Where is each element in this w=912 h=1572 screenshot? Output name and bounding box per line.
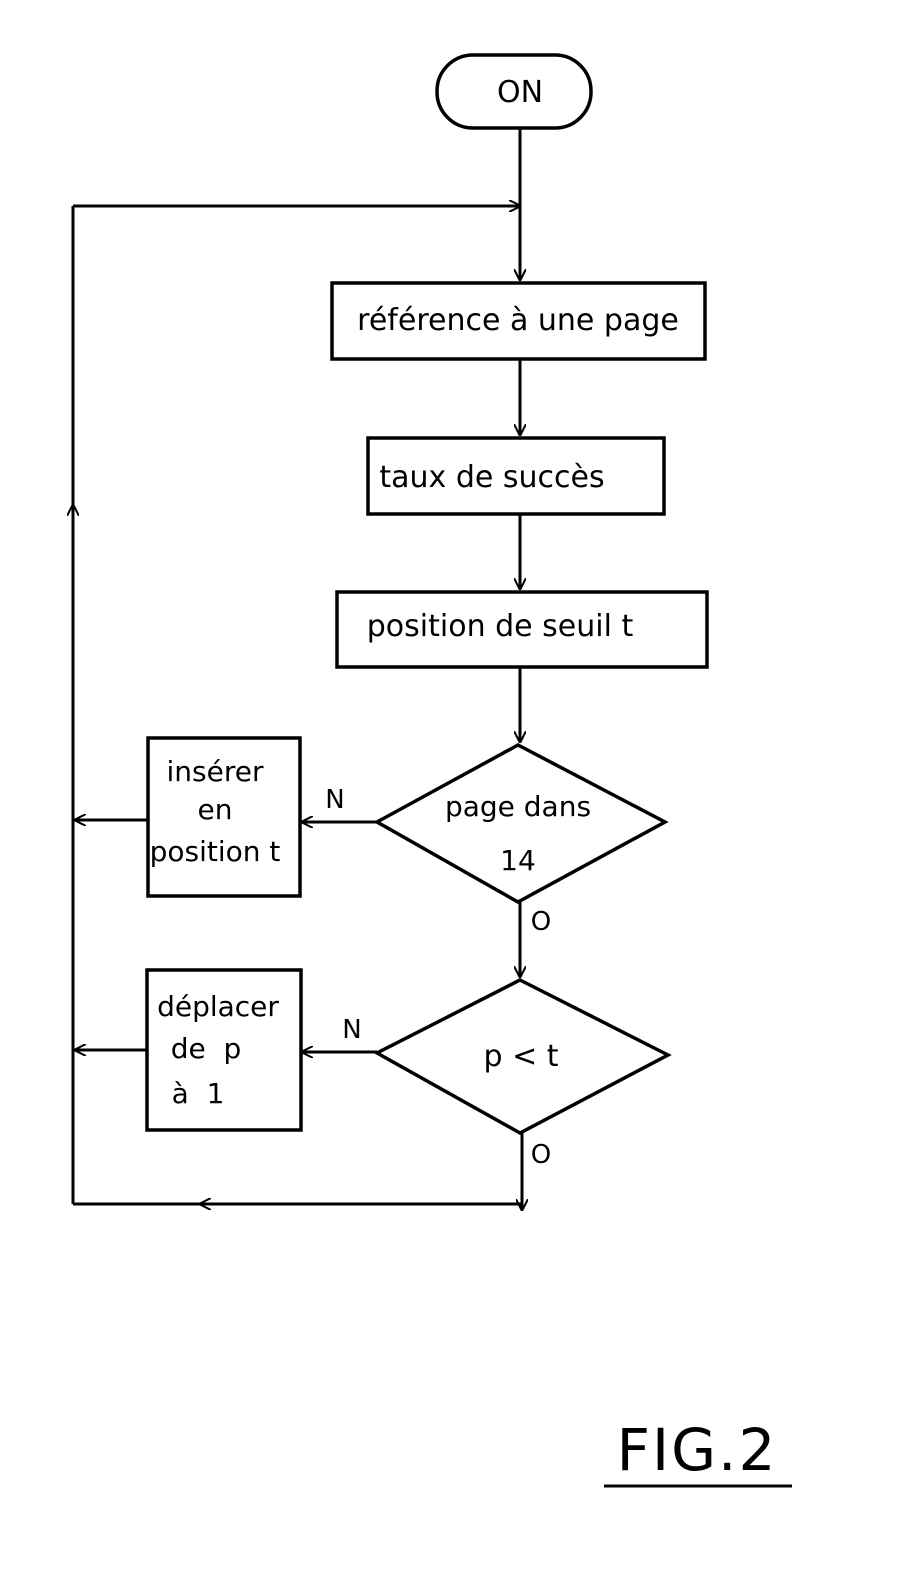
step-label-position: position de seuil t [367,609,634,644]
side2-line3: à 1 [172,1077,225,1110]
decision1-line2: 14 [500,844,536,877]
decision1-line1: page dans [445,790,591,823]
decision1-yes-label: O [531,907,551,937]
decision2-yes-label: O [531,1140,551,1170]
step-label-reference: référence à une page [357,303,679,338]
decision2-line1: p < t [483,1039,558,1074]
decision2-no-label: N [342,1015,361,1045]
side2-line2: de p [171,1032,242,1065]
start-label: ON [497,75,543,110]
step-label-taux: taux de succès [379,460,604,495]
figure-label: FIG.2 [617,1416,778,1484]
side1-line2: en [198,793,233,826]
decision-page-dans [377,745,665,902]
decision1-no-label: N [325,785,344,815]
side2-line1: déplacer [157,990,279,1023]
side1-line1: insérer [167,755,264,788]
side1-line3: position t [150,835,281,868]
